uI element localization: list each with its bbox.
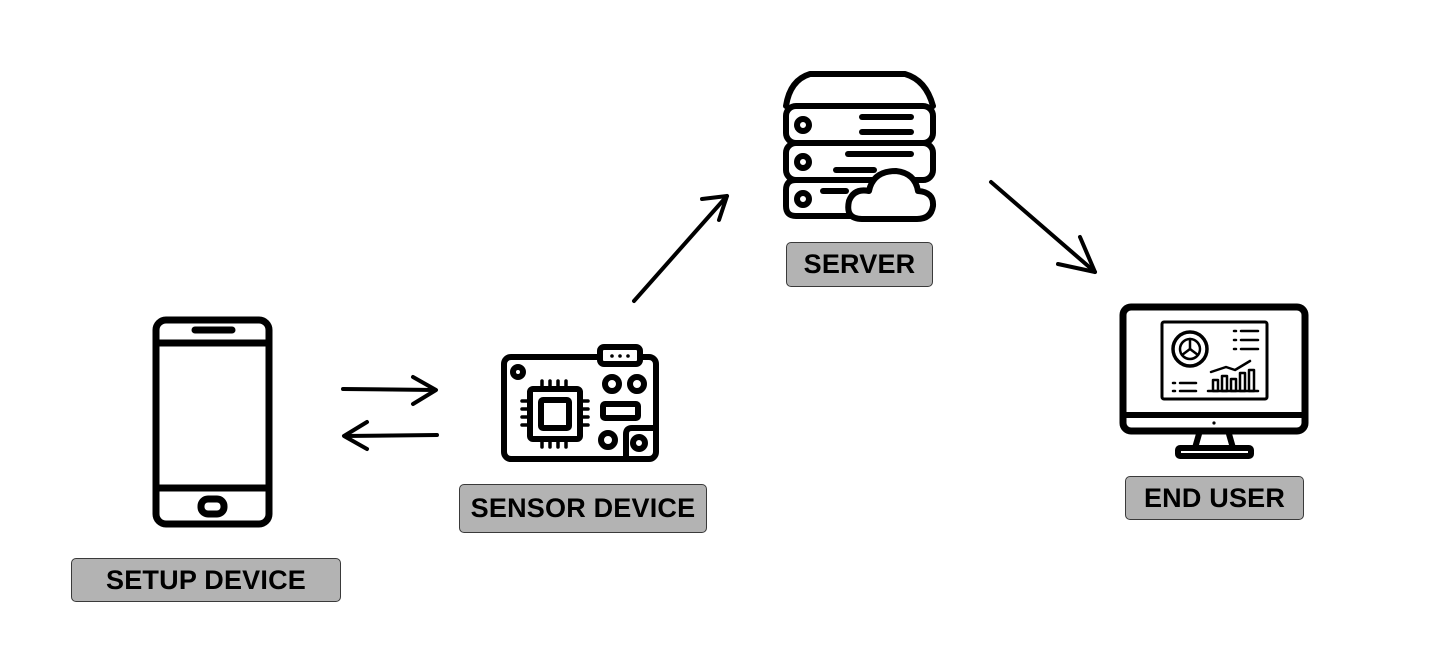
sensor-device-label: SENSOR DEVICE [459,484,707,533]
arrow-to-sensor [341,387,437,392]
circuit-board-icon [501,344,659,462]
setup-device-label: SETUP DEVICE [71,558,341,602]
arrow-to-setup [343,433,439,438]
smartphone-icon [152,316,273,528]
server-label: SERVER [786,242,933,287]
arrow-to-sensor-head [411,375,438,406]
bidirectional-arrow [341,375,439,451]
end-user-label: END USER [1125,476,1304,520]
monitor-dashboard-icon [1119,303,1309,459]
arrow-to-setup-head [342,420,369,451]
arrow-sensor-to-server [632,194,729,303]
arrow-server-to-enduser [989,180,1097,274]
cloud-server-icon [783,71,937,222]
